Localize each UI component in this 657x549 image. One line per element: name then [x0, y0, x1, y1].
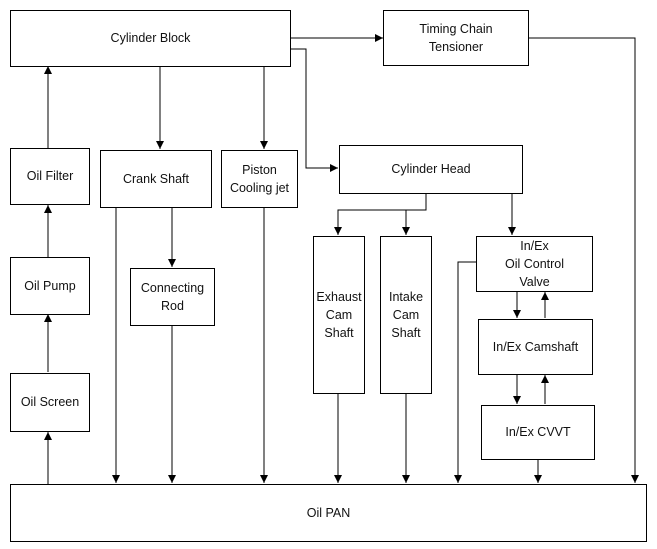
connecting-rod-label-1: Connecting [140, 280, 205, 295]
connecting-rod-box: Connecting Rod [130, 268, 215, 326]
arrow-block-to-cylinder-head [290, 48, 338, 172]
oil-screen-label: Oil Screen [20, 395, 80, 410]
cvvt-box: In/Ex CVVT [481, 405, 595, 460]
cvvt-label: In/Ex CVVT [505, 425, 571, 440]
oil-control-valve-label-1: In/Ex [520, 238, 549, 253]
oil-screen-box: Oil Screen [10, 373, 90, 432]
exhaust-cam-shaft-box: Exhaust Cam Shaft [313, 236, 365, 394]
exhaust-cam-shaft-label-3: Shaft [324, 326, 354, 341]
timing-chain-tensioner-label-2: Tensioner [428, 40, 484, 54]
timing-chain-tensioner-label-1: Timing Chain [419, 21, 493, 36]
timing-chain-tensioner-box: Timing Chain Tensioner [383, 10, 529, 66]
oil-pump-box: Oil Pump [10, 257, 90, 315]
intake-cam-shaft-label-3: Shaft [391, 326, 421, 341]
camshaft-label: In/Ex Camshaft [492, 339, 579, 354]
crank-shaft-label: Crank Shaft [122, 171, 189, 186]
oil-control-valve-label-2: Oil Control [504, 256, 565, 271]
arrow-tensioner-drain [529, 37, 639, 483]
piston-cooling-jet-box: Piston Cooling jet [221, 150, 298, 208]
piston-cooling-jet-label-1: Piston [242, 162, 277, 177]
arrow-head-to-exhaust-cam [334, 194, 427, 235]
oil-pump-label: Oil Pump [24, 278, 76, 293]
exhaust-cam-shaft-label-2: Cam [325, 307, 353, 322]
oil-filter-label: Oil Filter [26, 169, 74, 184]
crank-shaft-box: Crank Shaft [100, 150, 212, 208]
cylinder-head-box: Cylinder Head [339, 145, 523, 194]
camshaft-box: In/Ex Camshaft [478, 319, 593, 375]
intake-cam-shaft-box: Intake Cam Shaft [380, 236, 432, 394]
cylinder-block-label: Cylinder Block [110, 31, 191, 46]
cylinder-block-box: Cylinder Block [10, 10, 291, 67]
oil-pan-label: Oil PAN [306, 505, 351, 520]
exhaust-cam-shaft-label-1: Exhaust [316, 289, 362, 304]
connecting-rod-label-2: Rod [161, 299, 184, 313]
arrow-valve-drain [454, 261, 476, 483]
piston-cooling-jet-label-2: Cooling jet [229, 181, 290, 195]
intake-cam-shaft-label-1: Intake [388, 289, 424, 304]
oil-control-valve-label-3: Valve [519, 275, 550, 290]
oil-control-valve-box: In/Ex Oil Control Valve [476, 236, 593, 292]
intake-cam-shaft-label-2: Cam [392, 307, 420, 322]
oil-pan-box: Oil PAN [10, 484, 647, 542]
oil-filter-box: Oil Filter [10, 148, 90, 205]
cylinder-head-label: Cylinder Head [391, 162, 471, 177]
